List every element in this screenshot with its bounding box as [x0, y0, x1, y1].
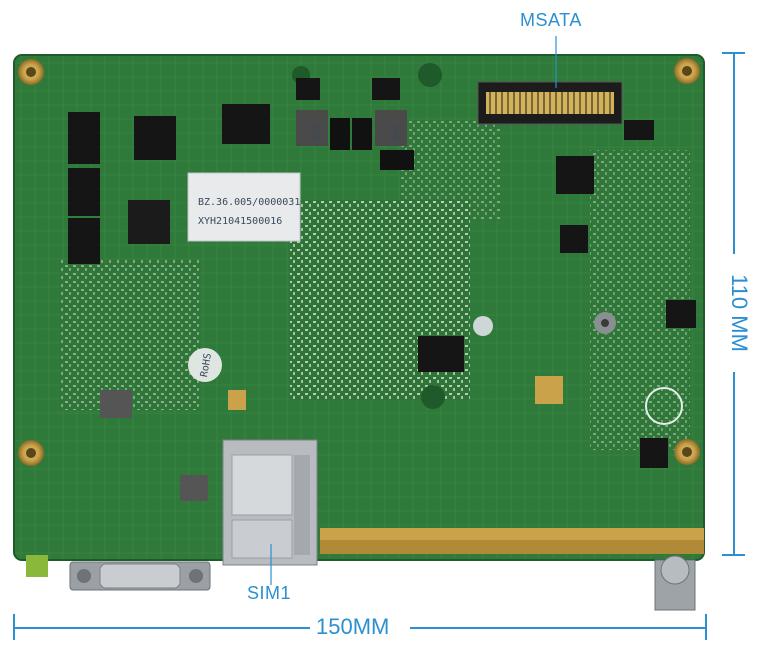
mounting-hole — [418, 63, 442, 87]
sticker-line1: BZ.36.005/0000031 — [198, 197, 300, 208]
ic-chip — [380, 150, 414, 170]
memory-chip — [68, 112, 100, 164]
msata-callout: MSATA — [520, 10, 582, 30]
width-dimension-label: 150MM — [312, 614, 394, 640]
gold-pad — [535, 376, 563, 404]
width-dimension — [13, 614, 707, 640]
sticker-line2: XYH21041500016 — [198, 216, 282, 227]
ic-chip — [624, 120, 654, 140]
memory-chip — [68, 168, 100, 216]
ic-chip — [296, 78, 320, 100]
ic-chip — [666, 300, 696, 328]
mounting-hole — [421, 385, 445, 409]
ic-chip — [180, 475, 208, 501]
rohs-sticker — [188, 348, 222, 382]
height-dimension-label: 110 MM — [726, 254, 752, 372]
ic-chip — [418, 336, 464, 372]
component-area — [60, 260, 200, 410]
ic-chip — [128, 200, 170, 244]
pk-logo — [645, 387, 683, 425]
memory-chip — [68, 218, 100, 264]
ic-chip — [222, 104, 270, 144]
component-area — [400, 120, 500, 220]
inductor — [375, 110, 407, 146]
inductor — [296, 110, 328, 146]
height-dimension — [722, 52, 745, 556]
ic-chip — [640, 438, 668, 468]
gold-pad — [228, 390, 246, 410]
inductor-mark: 1R0 — [309, 123, 320, 141]
ic-chip — [372, 78, 400, 100]
ic-chip — [134, 116, 176, 160]
ic-chip — [100, 390, 132, 418]
standoff — [473, 316, 493, 336]
audio-jack — [26, 555, 48, 577]
ic-chip — [560, 225, 588, 253]
ic-chip — [556, 156, 594, 194]
inductor-mark: 1R0 — [388, 123, 399, 141]
svg-text:RoHS: RoHS — [199, 352, 214, 378]
serial-sticker — [187, 172, 301, 242]
sim-callout: SIM1 — [247, 583, 292, 603]
